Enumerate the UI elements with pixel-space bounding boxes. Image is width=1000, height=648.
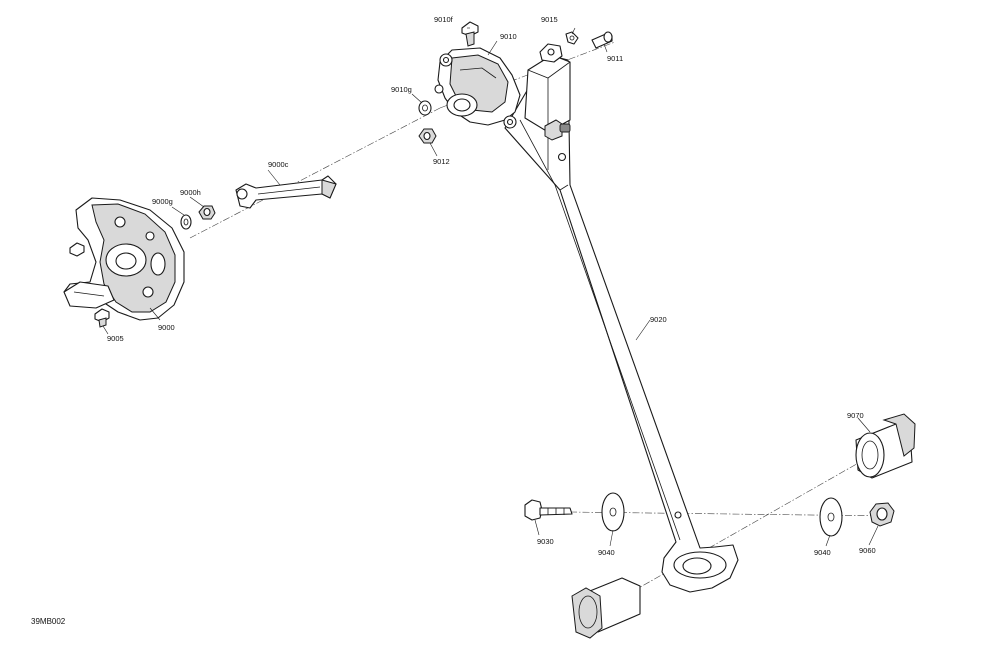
clip-9015 [565,31,579,45]
leader-lines [102,27,879,547]
label-9000c: 9000c [268,160,289,169]
diagram-code: 39MB002 [31,617,66,626]
nut-9000h [198,205,216,220]
part-labels: 9010f 9010 9015 9011 9010g 9012 9000c 90… [31,15,876,626]
arm-9020 [504,43,739,593]
lower-bushing [571,577,641,639]
housing-9010 [434,47,521,129]
label-9070: 9070 [847,411,864,420]
label-9010f: 9010f [434,15,454,24]
nut-9012 [418,128,437,144]
label-9060: 9060 [859,546,876,555]
washer-9000g [180,214,192,230]
label-9015: 9015 [541,15,558,24]
label-9000: 9000 [158,323,175,332]
label-9012: 9012 [433,157,450,166]
label-9040-left: 9040 [598,548,615,557]
label-9040-right: 9040 [814,548,831,557]
label-9010g: 9010g [391,85,412,94]
label-9005: 9005 [107,334,124,343]
label-9000h: 9000h [180,188,201,197]
bushing-9070 [855,413,916,479]
pin-9011 [591,31,613,49]
washer-9040-left [601,492,625,532]
washer-9010g [418,100,432,116]
screw-9010f [461,21,479,47]
nut-9060 [869,502,895,527]
label-9020: 9020 [650,315,667,324]
label-9000g: 9000g [152,197,173,206]
washer-9040-right [819,497,843,537]
label-9011: 9011 [607,54,623,63]
cam-plate-9000 [63,197,185,321]
label-9010: 9010 [500,32,517,41]
label-9030: 9030 [537,537,554,546]
link-rod-9000c [235,175,337,209]
screw-9005 [69,242,110,328]
bolt-9030 [524,499,573,521]
